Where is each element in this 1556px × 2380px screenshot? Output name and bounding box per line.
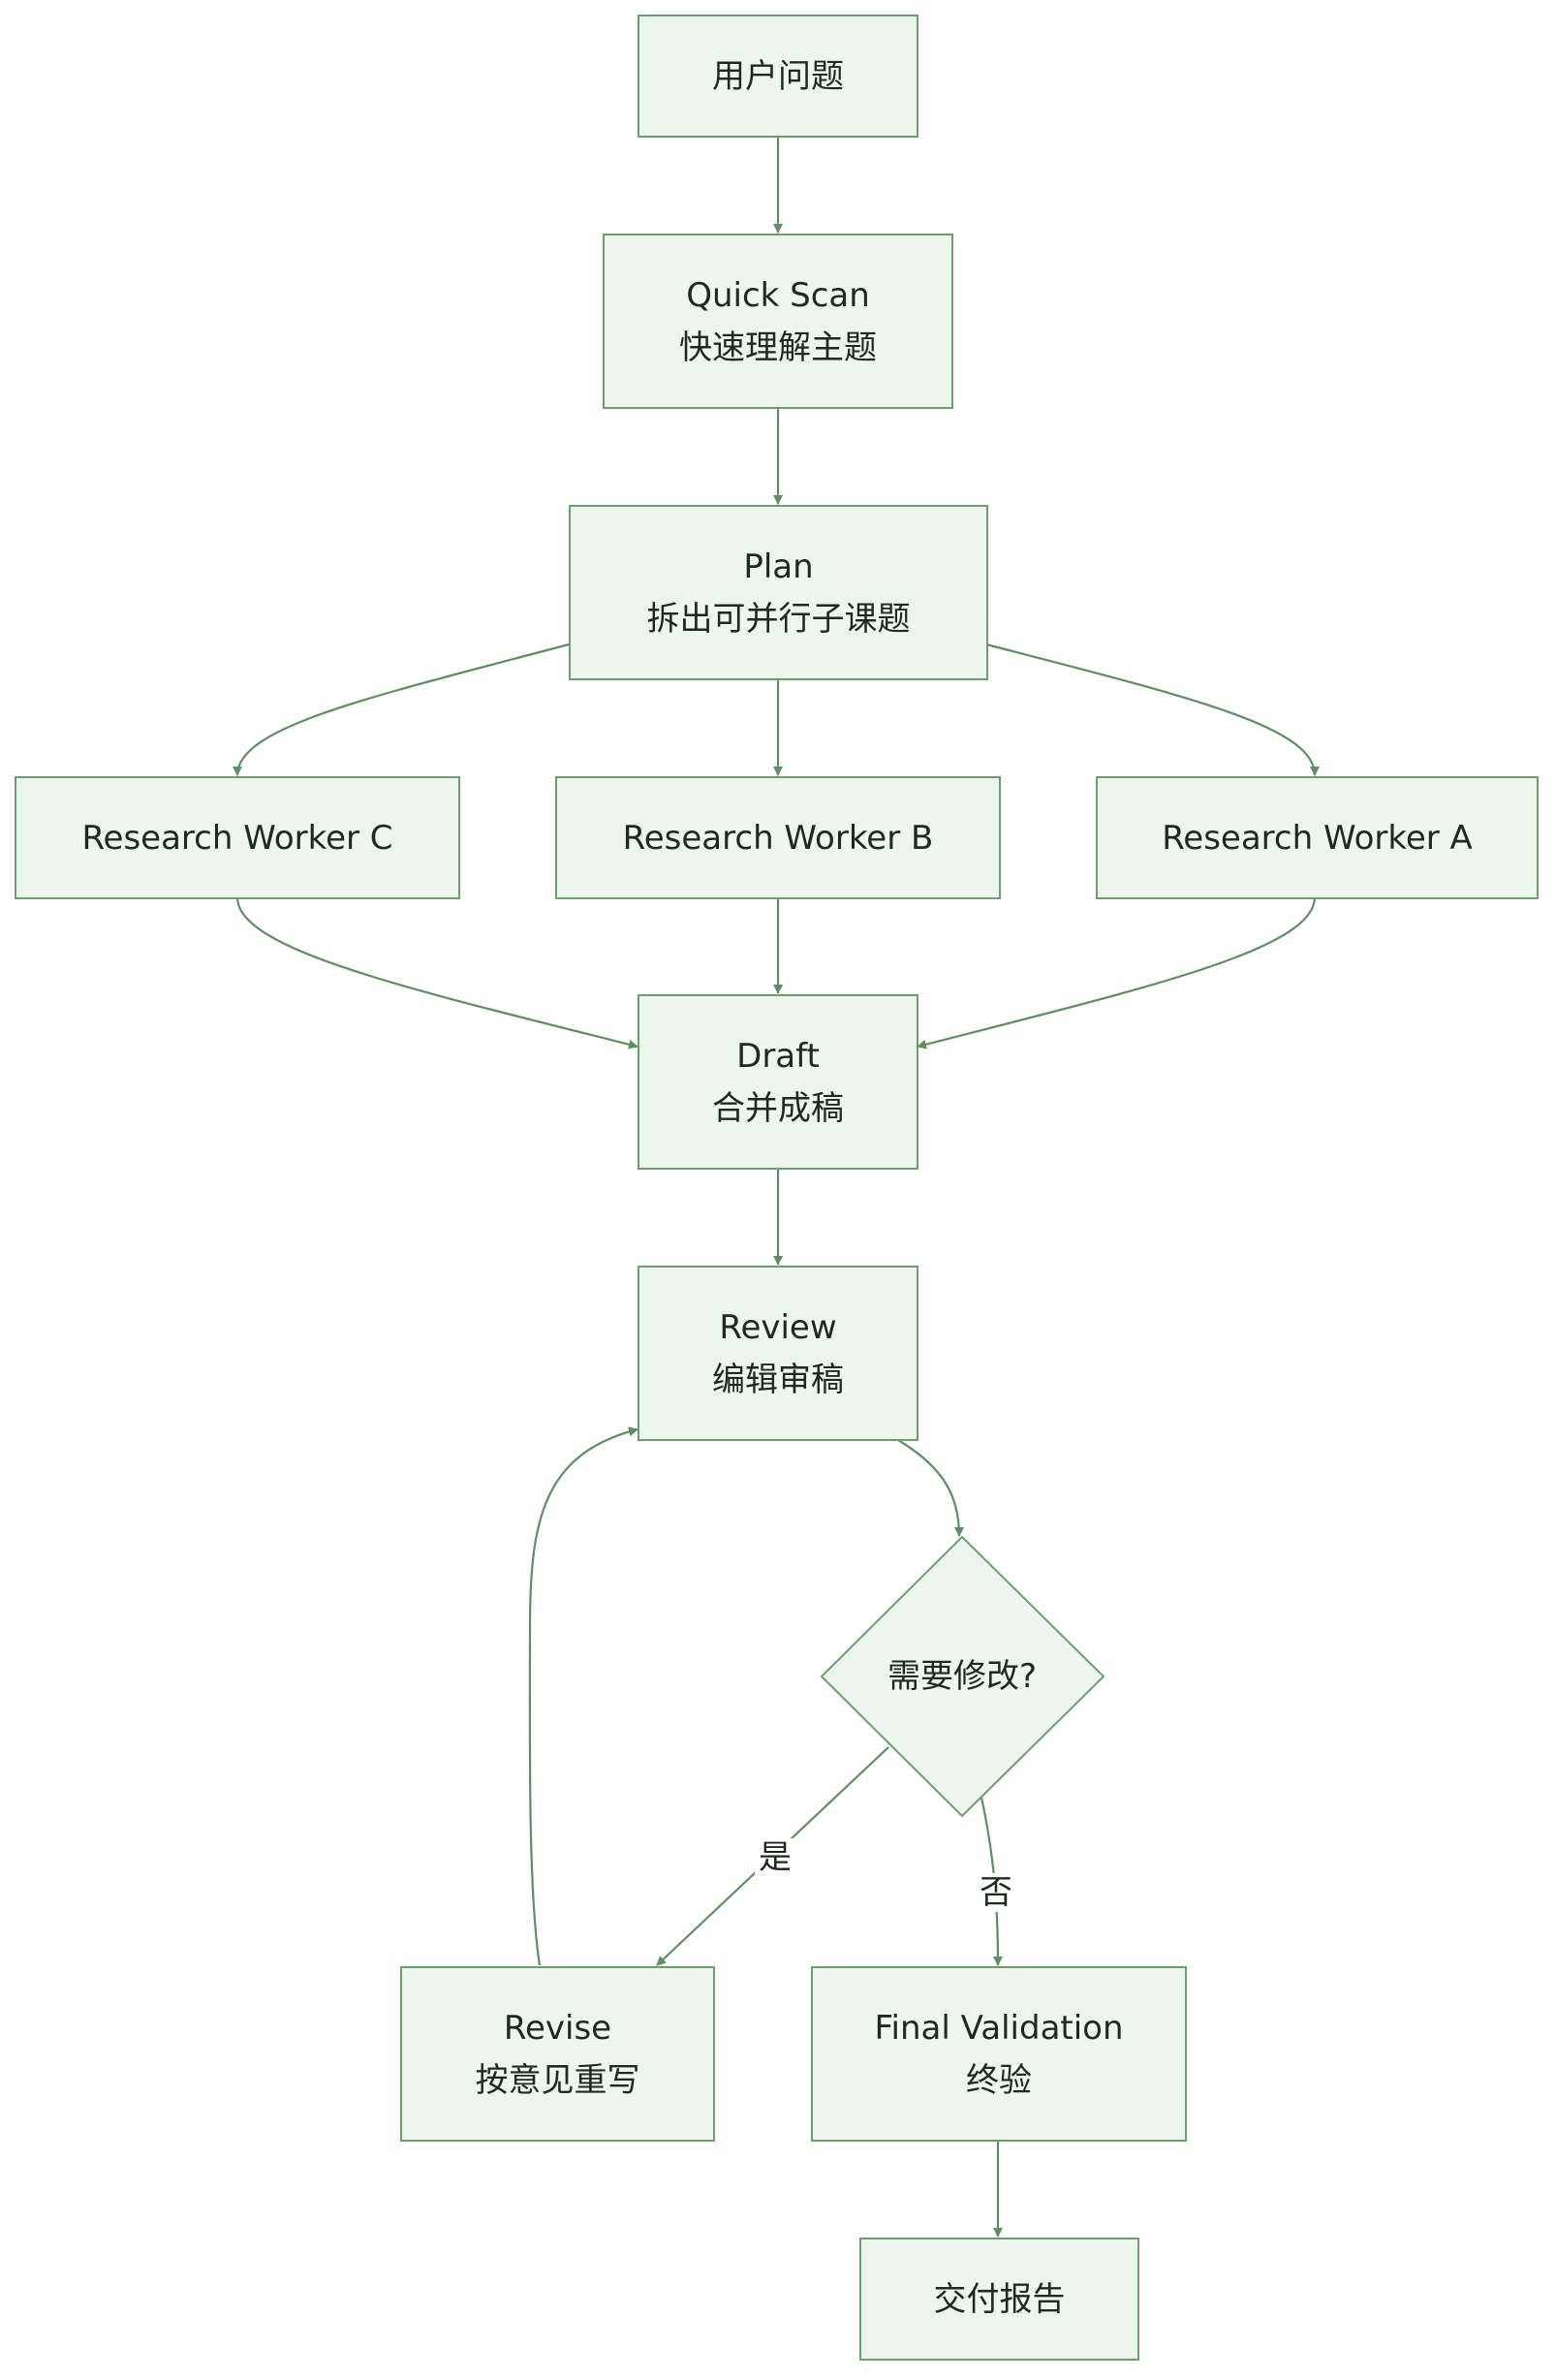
node-final-validation: Final Validation 终验 xyxy=(811,1966,1187,2142)
node-draft: Draft 合并成稿 xyxy=(638,994,918,1170)
node-research-worker-a-label: Research Worker A xyxy=(1162,818,1473,858)
node-quick-scan-title: Quick Scan xyxy=(686,275,870,315)
node-final-validation-title: Final Validation xyxy=(874,2008,1124,2048)
node-review-title: Review xyxy=(719,1307,837,1347)
node-plan: Plan 拆出可并行子课题 xyxy=(569,505,988,680)
decision-diamond xyxy=(820,1535,1105,1818)
node-quick-scan-subtitle: 快速理解主题 xyxy=(679,328,877,367)
node-draft-subtitle: 合并成稿 xyxy=(712,1088,844,1128)
edge-label-yes: 是 xyxy=(755,1838,795,1877)
node-research-worker-c-label: Research Worker C xyxy=(81,818,393,858)
node-plan-subtitle: 拆出可并行子课题 xyxy=(646,599,911,639)
node-draft-title: Draft xyxy=(736,1036,820,1076)
node-review: Review 编辑审稿 xyxy=(638,1266,918,1441)
node-research-worker-b-label: Research Worker B xyxy=(622,818,934,858)
decision-label: 需要修改? xyxy=(887,1657,1038,1696)
edge-worker-a-to-draft xyxy=(917,896,1317,1049)
node-research-worker-a: Research Worker A xyxy=(1096,776,1539,899)
node-research-worker-c: Research Worker C xyxy=(15,776,460,899)
node-research-worker-b: Research Worker B xyxy=(555,776,1001,899)
node-deliver-report-label: 交付报告 xyxy=(933,2279,1066,2319)
node-user-question: 用户问题 xyxy=(638,15,918,138)
edge-plan-to-worker-a xyxy=(985,642,1320,776)
edge-worker-c-to-draft xyxy=(235,896,638,1049)
node-user-question-label: 用户问题 xyxy=(712,56,844,96)
node-revise-title: Revise xyxy=(503,2008,612,2048)
node-quick-scan: Quick Scan 快速理解主题 xyxy=(603,234,953,409)
edge-revise-to-review xyxy=(528,1426,638,1966)
edge-plan-to-worker-c xyxy=(233,642,570,776)
node-deliver-report: 交付报告 xyxy=(859,2238,1139,2361)
edge-label-no: 否 xyxy=(976,1873,1016,1912)
node-review-subtitle: 编辑审稿 xyxy=(712,1360,844,1399)
node-revise-subtitle: 按意见重写 xyxy=(475,2060,640,2100)
node-final-validation-subtitle: 终验 xyxy=(966,2060,1032,2100)
node-plan-title: Plan xyxy=(743,547,814,586)
node-revise: Revise 按意见重写 xyxy=(400,1966,715,2142)
edge-review-to-decision xyxy=(897,1439,964,1537)
